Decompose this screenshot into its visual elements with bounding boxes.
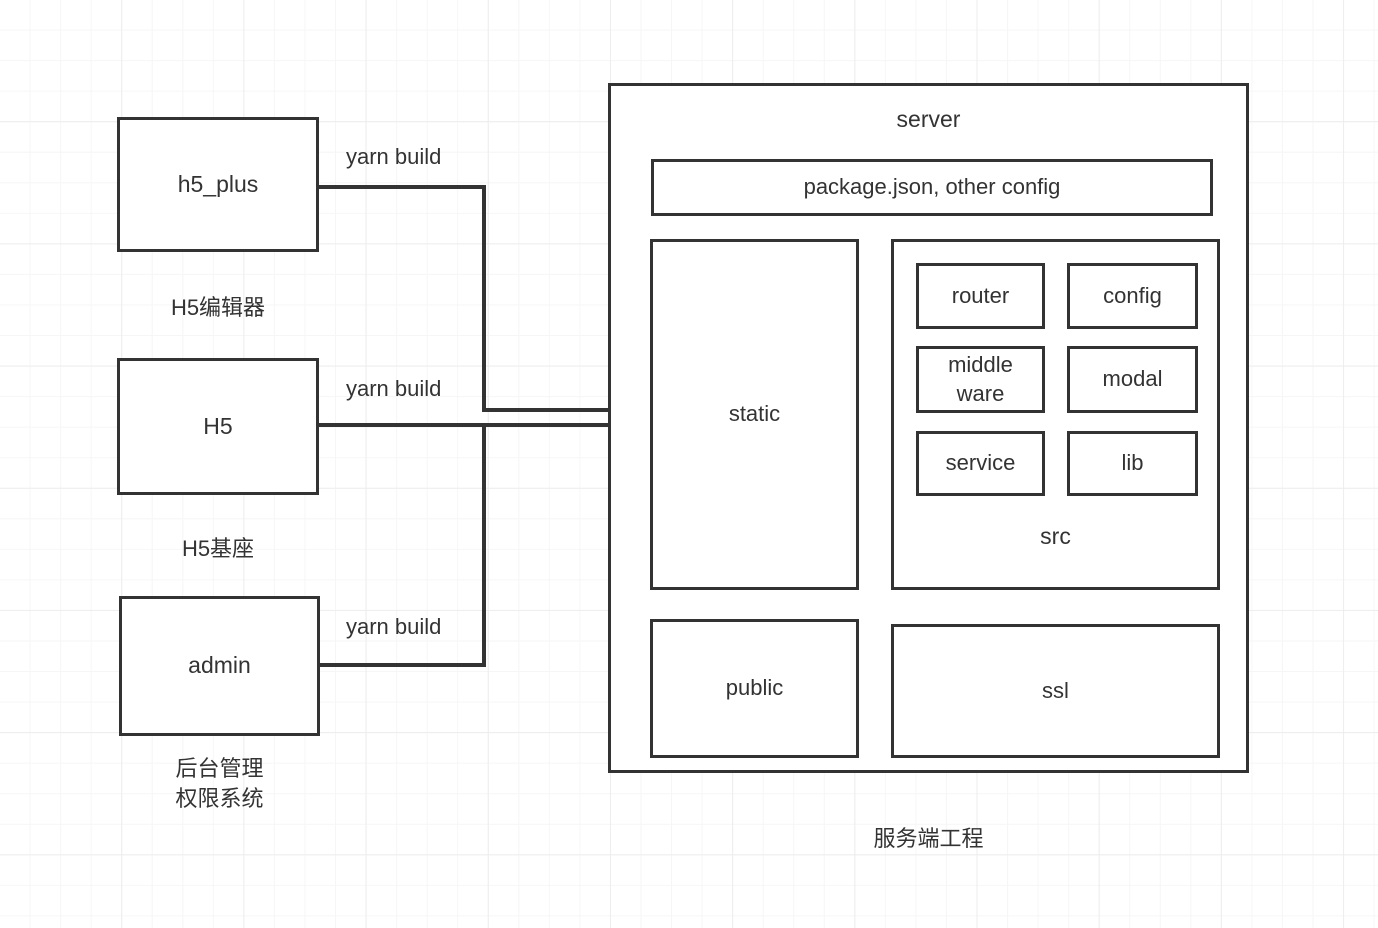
server-container[interactable]: server package.json, other config static… [608,83,1249,773]
server-public-box[interactable]: public [650,619,859,758]
src-module-lib[interactable]: lib [1067,431,1198,496]
src-module-router[interactable]: router [916,263,1045,329]
server-public-label: public [725,675,784,701]
node-h5-plus[interactable]: h5_plus [117,117,319,252]
caption-admin: 后台管理 权限系统 [175,756,264,811]
src-module-middleware-label: middle ware [948,352,1013,406]
edge-label-h5-plus: yarn build [346,144,442,169]
caption-h5-plus: H5编辑器 [170,295,266,320]
src-module-modal[interactable]: modal [1067,346,1198,413]
server-title: server [896,106,961,132]
server-ssl-box[interactable]: ssl [891,624,1220,758]
src-module-middleware[interactable]: middle ware [916,346,1045,413]
server-config-label: package.json, other config [803,174,1061,200]
node-h5-label: H5 [203,412,233,439]
server-static-box[interactable]: static [650,239,859,590]
node-admin-label: admin [188,652,251,679]
server-ssl-label: ssl [1042,677,1069,703]
src-module-service[interactable]: service [916,431,1045,496]
src-module-router-label: router [951,282,1010,308]
caption-h5: H5基座 [181,536,255,561]
src-module-config[interactable]: config [1067,263,1198,329]
edge-label-h5: yarn build [346,376,442,401]
node-h5-plus-label: h5_plus [177,170,259,197]
src-module-config-label: config [1103,282,1162,308]
src-label: src [1040,523,1071,549]
src-module-service-label: service [945,450,1016,476]
server-src-container[interactable]: router config middle ware modal service … [891,239,1220,590]
server-config-box[interactable]: package.json, other config [651,159,1213,216]
server-static-label: static [728,401,781,427]
src-module-lib-label: lib [1121,450,1144,476]
edge-label-admin: yarn build [346,614,442,639]
src-module-modal-label: modal [1102,366,1163,392]
caption-server: 服务端工程 [873,826,984,851]
node-h5[interactable]: H5 [117,358,319,495]
node-admin[interactable]: admin [119,596,320,736]
